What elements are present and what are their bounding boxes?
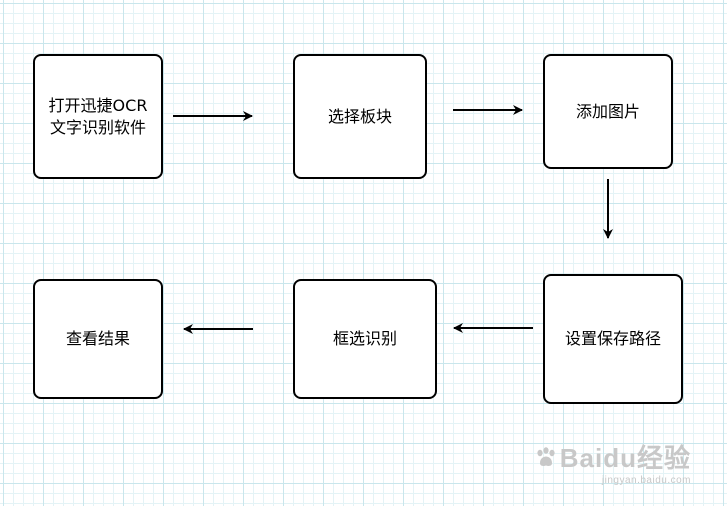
watermark-brand-row: Baidu经验 (534, 438, 691, 475)
node-select-module-label: 选择板块 (327, 106, 392, 126)
watermark-brand: Baidu经验 (559, 443, 691, 473)
watermark-url: jingyan.baidu.com (601, 475, 691, 486)
node-select-module[interactable]: 选择板块 (293, 54, 427, 179)
node-add-image-label: 添加图片 (575, 101, 640, 121)
node-open-ocr[interactable]: 打开迅捷OCR 文字识别软件 (33, 54, 163, 179)
node-set-save-path[interactable]: 设置保存路径 (543, 274, 683, 404)
node-view-result-label: 查看结果 (65, 329, 130, 348)
baidu-jingyan-watermark: Baidu经验 jingyan.baidu.com (534, 438, 691, 486)
node-add-image[interactable]: 添加图片 (543, 54, 673, 169)
node-set-save-path-label: 设置保存路径 (564, 329, 661, 348)
node-box-select-recognize-label: 框选识别 (332, 329, 397, 348)
node-view-result[interactable]: 查看结果 (33, 279, 163, 399)
paw-icon (537, 446, 555, 466)
node-box-select-recognize[interactable]: 框选识别 (293, 279, 437, 399)
node-open-ocr-label: 打开迅捷OCR 文字识别软件 (48, 95, 148, 137)
